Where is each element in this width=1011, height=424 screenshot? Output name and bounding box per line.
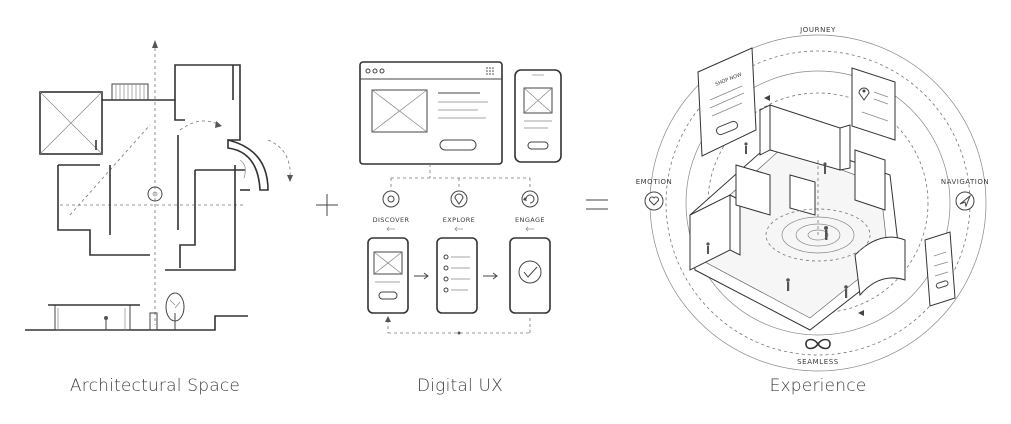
- floor-plan: [25, 40, 293, 331]
- grid-menu-icon: [486, 67, 494, 75]
- compass-arrow-icon: [955, 191, 975, 211]
- label-journey: JOURNEY: [799, 26, 836, 34]
- eye-icon: [382, 190, 400, 208]
- label-emotion: EMOTION: [636, 178, 673, 186]
- heart-icon: [644, 191, 664, 211]
- infinity-icon: [805, 338, 831, 350]
- step-label-engage: ENGAGE: [515, 216, 545, 224]
- label-seamless: SEAMLESS: [797, 358, 839, 366]
- step-label-explore: EXPLORE: [443, 216, 475, 224]
- check-icon: [518, 260, 542, 284]
- step-label-discover: DISCOVER: [373, 216, 410, 224]
- digital-ux-wireframes: DISCOVER EXPLORE ENGAGE: [359, 61, 562, 335]
- pin-icon: [450, 190, 468, 208]
- label-navigation: NAVIGATION: [941, 178, 989, 186]
- caption-experience: Experience: [769, 376, 867, 396]
- stairs: [111, 83, 149, 101]
- experience-diagram: SHOP NOW JOURNEY EMOTION NAVIGATION SEAM…: [636, 26, 989, 372]
- caption-digital-ux: Digital UX: [416, 376, 504, 396]
- location-pin-icon: [858, 87, 870, 101]
- section-elevation: [25, 292, 248, 331]
- caption-architectural-space: Architectural Space: [69, 376, 241, 396]
- refresh-icon: [521, 190, 539, 208]
